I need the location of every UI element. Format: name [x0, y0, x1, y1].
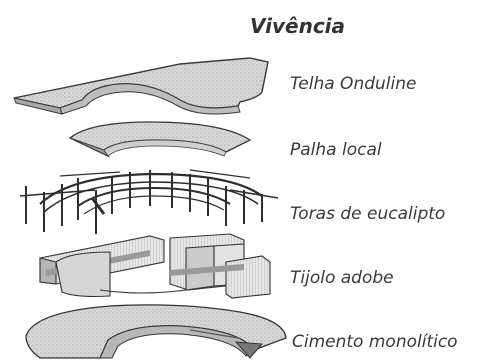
adobe-wall-layer [39, 233, 271, 299]
straw-layer [68, 121, 252, 158]
label-adobe-brick: Tijolo adobe [290, 268, 394, 288]
roof-layer [13, 57, 269, 115]
label-local-straw: Palha local [290, 140, 382, 160]
log-frame-layer [19, 169, 279, 234]
diagram-title: Vivência [250, 14, 346, 38]
label-roof-tile: Telha Onduline [290, 74, 417, 94]
cement-slab-layer [25, 304, 287, 359]
label-monolithic-cement: Cimento monolítico [292, 332, 458, 352]
label-eucalyptus-logs: Toras de eucalipto [290, 204, 446, 224]
